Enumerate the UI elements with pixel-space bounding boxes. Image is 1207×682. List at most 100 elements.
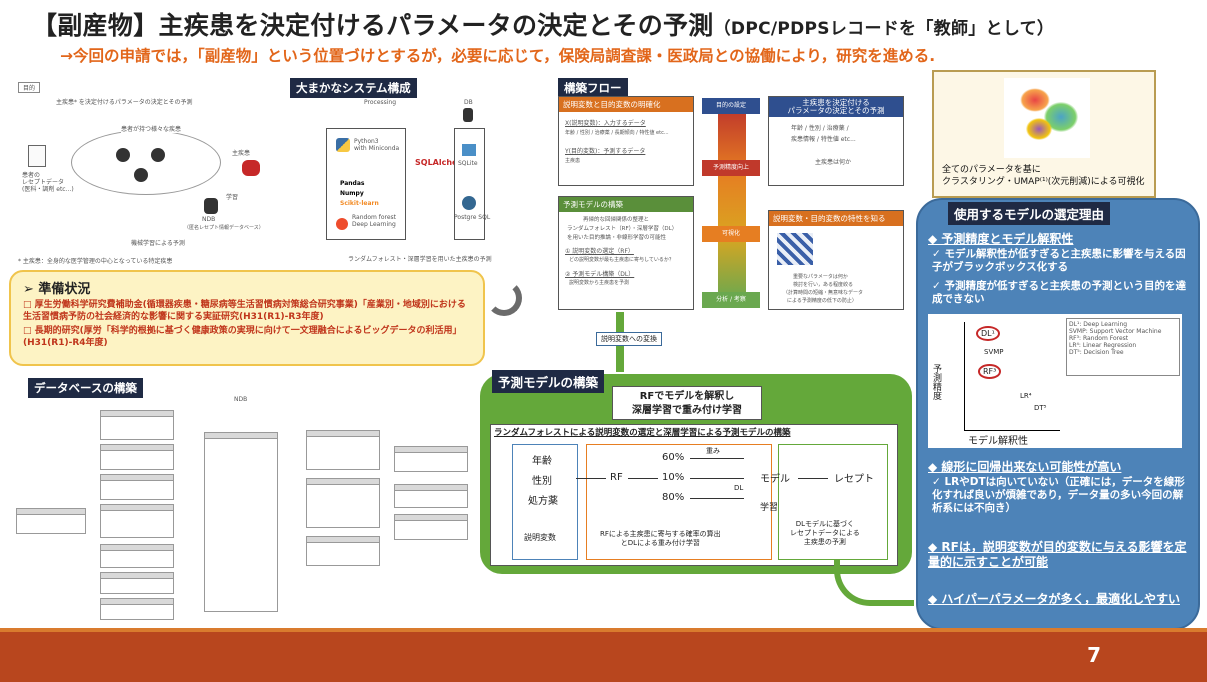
purpose-diagram: 目的 主疾患* を決定付けるパラメータの決定とその予測 患者の レセプトデータ … xyxy=(16,80,286,265)
chart-point-dl: DL¹ xyxy=(976,326,1000,341)
flow-step-arrow xyxy=(718,110,746,300)
purpose-caption: 主疾患* を決定付けるパラメータの決定とその予測 xyxy=(56,99,193,106)
lib-sklearn: Scikit-learn xyxy=(340,200,379,207)
umap-caption: 全てのパラメータを基に クラスタリング・UMAP⁽¹⁾(次元削減)による可視化 xyxy=(942,165,1145,187)
flow-box1-x: X(説明変数)：入力するデータ xyxy=(565,120,646,127)
model-rf-box xyxy=(586,444,772,560)
sqlite-label: SQLite xyxy=(458,160,478,167)
purpose-footnote: * 主疾患：全身的な医学管理の中心となっている特定疾患 xyxy=(18,258,173,265)
learn-node: 学習 xyxy=(760,503,779,513)
db-table-11 xyxy=(306,536,380,566)
model-pred-box xyxy=(778,444,888,560)
label-rf: RFによる主疾患に寄与する確率の算出 とDLによる重み付け学習 xyxy=(600,530,721,547)
model-detail-box xyxy=(490,424,898,566)
model-chart: 予測精度 モデル解釈性 DL¹ SVMP RF³ LR⁴ DT⁵ DL¹: De… xyxy=(928,314,1182,448)
db-table-7 xyxy=(100,572,174,594)
legend-4: LR⁴: Linear Regression xyxy=(1069,342,1137,349)
flow-box2-line3: を用いた目的推論・非線形学習の可能性 xyxy=(567,235,667,241)
db-table-4 xyxy=(100,504,174,538)
flow-box1-y-detail: 主疾患 xyxy=(565,158,581,164)
system-diagram: Processing Python3 with Miniconda Pandas… xyxy=(290,96,492,266)
heatmap-icon xyxy=(777,233,813,265)
flow-step-analysis: 分析 / 考察 xyxy=(702,292,760,308)
arrow-line-4 xyxy=(690,478,744,479)
legend-1: DL¹: Deep Learning xyxy=(1069,321,1128,328)
organ-icon-1 xyxy=(116,148,130,162)
pct-2: 10% xyxy=(662,472,685,483)
patient-label: 患者の レセプトデータ (医科・調剤 etc...) xyxy=(22,172,74,193)
cycle-label: 患者が持つ様々な疾患 xyxy=(121,124,182,133)
curve-arrow-icon xyxy=(486,280,522,316)
torch-icon xyxy=(336,218,348,230)
db-table-12 xyxy=(394,446,468,472)
flow-box2-item2-detail: 説明変数から主疾患を予測 xyxy=(569,280,630,286)
model-top-box: RFでモデルを解釈し 深層学習で重み付け学習 xyxy=(612,386,762,420)
torch-label: Random forest Deep Learning xyxy=(352,214,397,228)
db-table-14 xyxy=(394,514,468,540)
arrow-line-5 xyxy=(690,498,744,499)
system-caption: ランダムフォレスト・深層学習を用いた主疾患の予測 xyxy=(348,256,492,263)
reason-2-item: ✓ LRやDTは向いていない（正確には，データを線形化すれば良いが煩雑であり，デ… xyxy=(932,476,1185,514)
footer-bar xyxy=(0,628,1207,682)
model-vars-box xyxy=(512,444,578,560)
weight-label: 重み xyxy=(706,447,720,455)
flow-box-goal: 主疾患を決定付ける パラメータの決定とその予測 年齢 / 性別 / 治療薬 / … xyxy=(768,96,904,186)
flow-box4-line3: （計算時間の短縮・無意味なデータ xyxy=(783,290,864,296)
flow-box4-head: 説明変数・目的変数の特性を知る xyxy=(769,211,903,226)
reasons-heading: 使用するモデルの選定理由 xyxy=(948,202,1111,225)
flow-box-model: 予測モデルの構築 再帰的な回帰関係の整理と ランダムフォレスト（RF）・深層学習… xyxy=(558,196,694,310)
flow-box4-line4: による予測精度の低下の防止） xyxy=(787,298,857,304)
pct-3: 80% xyxy=(662,492,685,503)
prep-item-2: □ 長期的研究(厚労「科学的根拠に基づく健康政策の実現に向けて一文理融合によるビ… xyxy=(23,326,462,348)
python-label: Python3 with Miniconda xyxy=(354,138,400,152)
var-sex: 性別 xyxy=(532,476,552,487)
lib-pandas: Pandas xyxy=(340,180,365,187)
db-table-3 xyxy=(100,474,174,500)
reason-1: ◆ 予測精度とモデル解釈性 xyxy=(928,232,1074,246)
organ-icon-3 xyxy=(134,168,148,182)
reason-2: ◆ 線形に回帰出来ない可能性が高い xyxy=(928,460,1122,474)
db-table-5 xyxy=(16,508,86,534)
database-ndb-label: NDB xyxy=(234,396,248,403)
processing-label: Processing xyxy=(364,99,397,106)
arrow-line-6 xyxy=(798,478,828,479)
chart-point-dt: DT⁵ xyxy=(1034,404,1047,412)
flow-box2-item2: ② 予測モデル構築（DL） xyxy=(565,271,635,278)
flow-box3-result: 主疾患は何か xyxy=(815,159,852,166)
db-label: DB xyxy=(464,99,473,106)
flow-box4-line1: 重要なパラメータは何か xyxy=(793,274,848,280)
legend-5: DT⁵: Decision Tree xyxy=(1069,349,1124,356)
legend-2: SVMP: Support Vector Machine xyxy=(1069,328,1162,335)
flow-box1-head: 説明変数と目的変数の明確化 xyxy=(559,97,693,112)
flow-box3-line1: 年齢 / 性別 / 治療薬 / xyxy=(791,125,849,132)
arrow-line-3 xyxy=(690,458,744,459)
organ-icon-2 xyxy=(151,148,165,162)
label-vars: 説明変数 xyxy=(524,533,556,542)
slide-title-sub: （DPC/PDPSレコードを「教師」として） xyxy=(713,19,1055,39)
purpose-tag: 目的 xyxy=(18,82,41,93)
label-pred: DLモデルに基づく レセプトデータによる 主疾患の予測 xyxy=(790,520,860,546)
prep-item-1: □ 厚生労働科学研究費補助金(循環器疾患・糖尿病等生活習慣病対策総合研究事業)「… xyxy=(23,300,466,322)
flow-heading: 構築フロー xyxy=(558,78,628,98)
umap-panel: 全てのパラメータを基に クラスタリング・UMAP⁽¹⁾(次元削減)による可視化 xyxy=(932,70,1156,198)
sqlalchemy-label: SQLAlchemy xyxy=(415,158,472,167)
prep-heading: ➢ 準備状況 xyxy=(23,282,91,297)
umap-plot xyxy=(1004,78,1090,158)
ndb-sub: （匿名レセプト情報データベース） xyxy=(184,225,264,231)
slide-subtitle: →今回の申請では，「副産物」という位置づけとするが，必要に応じて，保険局調査課・… xyxy=(60,47,936,65)
reason-1-item-2: ✓ 予測精度が低すぎると主疾患の予測という目的を達成できない xyxy=(932,280,1186,305)
flow-box2-line2: ランダムフォレスト（RF）・深層学習（DL） xyxy=(567,226,678,232)
ndb-label: NDB xyxy=(202,216,216,223)
flow-step-goal: 目的の設定 xyxy=(702,98,760,114)
chart-point-lr: LR⁴ xyxy=(1020,392,1032,400)
flow-box3-line2: 疾患情報 / 特性値 etc... xyxy=(791,136,856,143)
receipt-label: レセプト xyxy=(834,474,874,485)
flow-box1-y: Y(目的変数)：予測するデータ xyxy=(565,148,646,155)
chart-legend: DL¹: Deep Learning SVMP: Support Vector … xyxy=(1066,318,1180,376)
sqlite-icon xyxy=(462,144,476,156)
flow-box3-head: 主疾患を決定付ける パラメータの決定とその予測 xyxy=(769,97,903,117)
lib-numpy: Numpy xyxy=(340,190,364,197)
model-caption: ランダムフォレストによる説明変数の選定と深層学習による予測モデルの構築 xyxy=(494,428,791,438)
chart-point-svm: SVMP xyxy=(984,348,1004,356)
chart-point-rf: RF³ xyxy=(978,364,1002,379)
